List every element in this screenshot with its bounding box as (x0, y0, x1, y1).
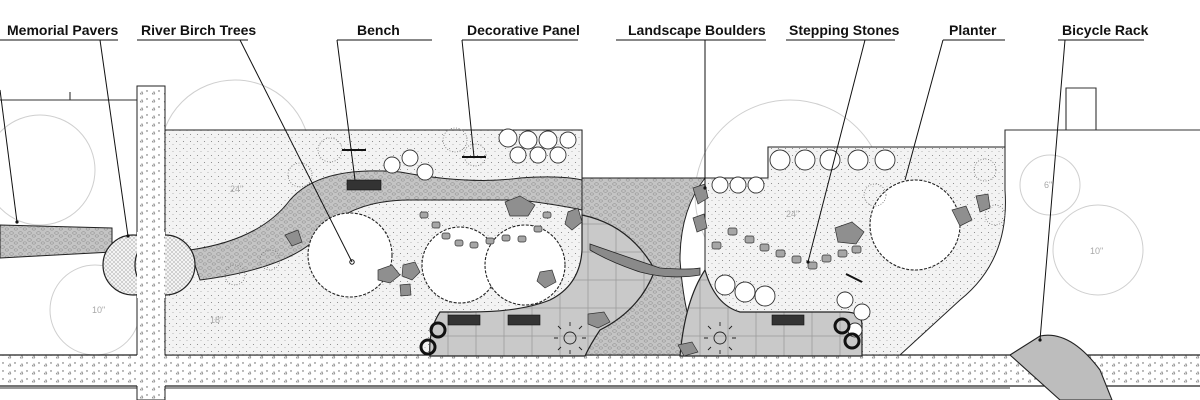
memorial-circles (102, 232, 196, 298)
bike-shelter (1009, 334, 1113, 400)
callout-stepping-stones: Stepping Stones (789, 22, 900, 38)
svg-text:6": 6" (1044, 180, 1052, 190)
callout-memorial-pavers: Memorial Pavers (7, 22, 118, 38)
callout-bench: Bench (357, 22, 400, 38)
tree-size-labels: 24" 18" 10" 24" 6" 10" (92, 180, 1103, 325)
benches (346, 179, 805, 326)
landscape-boulders (284, 183, 991, 357)
stepping-stones (419, 211, 862, 270)
callout-decorative-panel: Decorative Panel (467, 22, 580, 38)
svg-text:10": 10" (92, 305, 105, 315)
callout-planter: Planter (949, 22, 997, 38)
sun-fixtures (554, 322, 736, 354)
bicycle-racks (419, 317, 861, 356)
callout-bicycle-rack: Bicycle Rack (1062, 22, 1149, 38)
flowing-channel (589, 243, 701, 278)
leader-dots (15, 186, 1042, 342)
svg-text:24": 24" (230, 184, 243, 194)
leader-lines (0, 39, 1066, 341)
callout-labels: Memorial Pavers River Birch Trees Bench … (0, 22, 1149, 41)
svg-text:10": 10" (1090, 246, 1103, 256)
memorial-pavers-path (0, 224, 113, 259)
callout-landscape-boulders: Landscape Boulders (628, 22, 766, 38)
svg-text:24": 24" (786, 209, 799, 219)
callout-river-birch-trees: River Birch Trees (141, 22, 256, 38)
svg-text:18": 18" (210, 315, 223, 325)
